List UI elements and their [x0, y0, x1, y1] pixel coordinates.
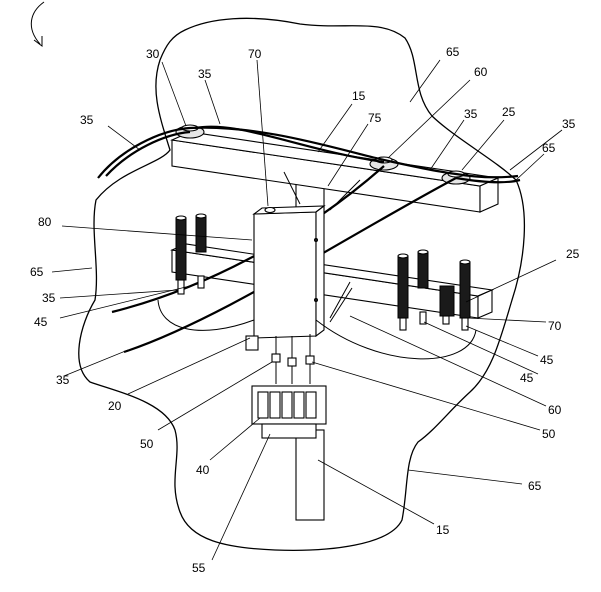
label-35-top: 35 — [198, 67, 212, 81]
label-15-top: 15 — [352, 89, 366, 103]
figure-arrow — [30, 1, 45, 47]
label-15-bottom: 15 — [436, 523, 450, 537]
label-40: 40 — [196, 463, 210, 477]
label-65-bottom: 65 — [528, 479, 542, 493]
label-65-right: 65 — [542, 141, 556, 155]
label-25-right: 25 — [566, 247, 580, 261]
label-60-top: 60 — [474, 65, 488, 79]
label-35-bottom: 35 — [56, 373, 70, 387]
label-20: 20 — [108, 399, 122, 413]
label-80: 80 — [38, 215, 52, 229]
label-35-mid: 35 — [464, 107, 478, 121]
reference-numerals: 70 30 35 65 60 15 75 35 35 25 35 65 80 6… — [30, 45, 580, 575]
label-35-left: 35 — [80, 113, 94, 127]
leader-lines — [51, 59, 563, 561]
label-45-left: 45 — [34, 315, 48, 329]
label-35-left2: 35 — [42, 291, 56, 305]
control-switch — [245, 335, 259, 351]
label-45-right-2: 45 — [520, 371, 534, 385]
label-25-top: 25 — [502, 105, 516, 119]
label-50-right: 50 — [542, 427, 556, 441]
label-70-top: 70 — [248, 47, 262, 61]
label-35-right: 35 — [562, 117, 576, 131]
left-arresters — [175, 213, 207, 295]
label-30: 30 — [146, 47, 160, 61]
terminal-block — [251, 385, 327, 439]
label-70-right: 70 — [548, 319, 562, 333]
label-45-right-1: 45 — [540, 353, 554, 367]
pole-lower — [295, 429, 325, 521]
label-55: 55 — [192, 561, 206, 575]
label-60-bottom: 60 — [548, 403, 562, 417]
cable-connectors — [271, 334, 315, 384]
right-arresters — [397, 249, 471, 331]
label-50-left: 50 — [140, 437, 154, 451]
control-enclosure — [252, 204, 326, 339]
label-75: 75 — [368, 111, 382, 125]
label-65-left: 65 — [30, 265, 44, 279]
label-65-top: 65 — [446, 45, 460, 59]
